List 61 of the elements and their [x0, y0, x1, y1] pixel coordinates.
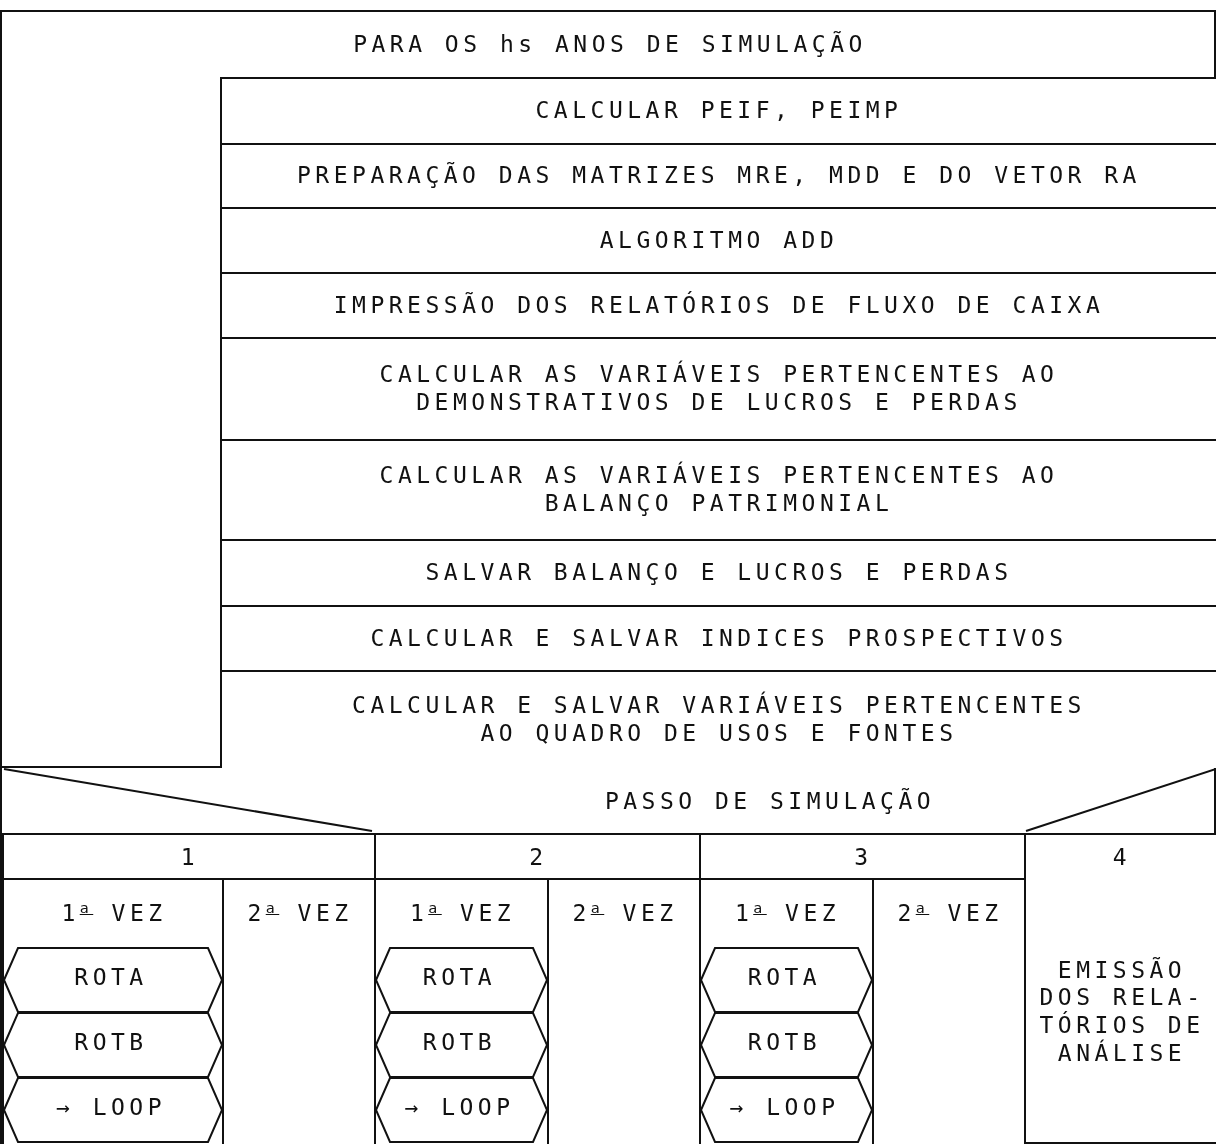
- process-block: [220, 272, 1216, 339]
- process-block: [220, 77, 1216, 145]
- block-label: 2$^{a}$ VEZ: [897, 900, 1003, 928]
- block-label: 1$^{a}$ VEZ: [409, 900, 516, 928]
- hexagon-label: → LOOP: [404, 1094, 515, 1122]
- block-label: PARA OS hs ANOS DE SIMULAÇÃO: [353, 30, 867, 59]
- block-label: SALVAR BALANÇO E LUCROS E PERDAS: [425, 559, 1013, 587]
- hexagon-label: ROTB: [747, 1029, 822, 1057]
- block-label: PASSO DE SIMULAÇÃO: [604, 788, 936, 816]
- sub-column: [872, 878, 1026, 1144]
- block-label: 4: [1112, 843, 1132, 872]
- hexagon-label: → LOOP: [729, 1094, 840, 1122]
- process-block: [220, 539, 1216, 607]
- block-label: 1$^{a}$ VEZ: [734, 900, 841, 928]
- case-block: [0, 768, 1216, 1144]
- block-label: EMISSÃO DOS RELA- TÓRIOS DE ANÁLISE: [1038, 956, 1206, 1068]
- block-label: 2$^{a}$ VEZ: [247, 900, 353, 928]
- block-label: CALCULAR E SALVAR VARIÁVEIS PERTENCENTES AO QUADRO DE USOS E FONTES: [351, 692, 1087, 748]
- block-label: ALGORITMO ADD: [599, 226, 839, 255]
- subroutine-hexagon: [4, 1013, 222, 1077]
- process-block: [220, 143, 1216, 209]
- subroutine-hexagon: [701, 1078, 872, 1142]
- loop-block: [0, 10, 1216, 768]
- block-label: IMPRESSÃO DOS RELATÓRIOS DE FLUXO DE CAIXA: [333, 291, 1105, 320]
- block-label: CALCULAR PEIF, PEIMP: [535, 97, 903, 125]
- hexagon-label: → LOOP: [55, 1094, 167, 1122]
- case-column: [2, 833, 376, 1144]
- hexagon-label: ROTA: [422, 964, 497, 992]
- sub-column: [2, 878, 224, 1144]
- case-column: [699, 833, 1026, 1144]
- hexagon-label: ROTA: [74, 964, 148, 992]
- block-label: PREPARAÇÃO DAS MATRIZES MRE, MDD E DO VETOR RA: [297, 162, 1141, 190]
- hexagon-label: ROTB: [422, 1029, 497, 1057]
- process-block: [220, 605, 1216, 672]
- block-label: 1: [180, 843, 200, 872]
- block-label: CALCULAR AS VARIÁVEIS PERTENCENTES AO DEMONSTRATIVOS DE LUCROS E PERDAS: [378, 361, 1060, 417]
- block-label: 1$^{a}$ VEZ: [61, 900, 167, 928]
- block-label: 2: [529, 843, 548, 872]
- process-block: [220, 670, 1216, 770]
- subroutine-hexagon: [4, 1078, 222, 1142]
- process-block: [220, 207, 1216, 274]
- subroutine-hexagon: [376, 948, 547, 1012]
- subroutine-hexagon: [4, 948, 222, 1012]
- case-column: [1024, 833, 1216, 1144]
- sub-column: [374, 878, 549, 1144]
- sub-column: [699, 878, 874, 1144]
- subroutine-hexagon: [376, 1078, 547, 1142]
- process-block: [220, 439, 1216, 541]
- subroutine-hexagon: [701, 948, 872, 1012]
- subroutine-hexagon: [376, 1013, 547, 1077]
- hexagon-label: ROTA: [747, 964, 822, 992]
- block-label: 2$^{a}$ VEZ: [572, 900, 678, 928]
- hexagon-label: ROTB: [74, 1029, 148, 1057]
- case-column: [374, 833, 701, 1144]
- sub-column: [547, 878, 701, 1144]
- process-block: [220, 337, 1216, 441]
- block-label: CALCULAR AS VARIÁVEIS PERTENCENTES AO BALANÇO PATRIMONIAL: [378, 462, 1060, 518]
- subroutine-hexagon: [701, 1013, 872, 1077]
- block-label: CALCULAR E SALVAR INDICES PROSPECTIVOS: [370, 624, 1068, 653]
- block-label: 3: [854, 843, 873, 872]
- sub-column: [222, 878, 376, 1144]
